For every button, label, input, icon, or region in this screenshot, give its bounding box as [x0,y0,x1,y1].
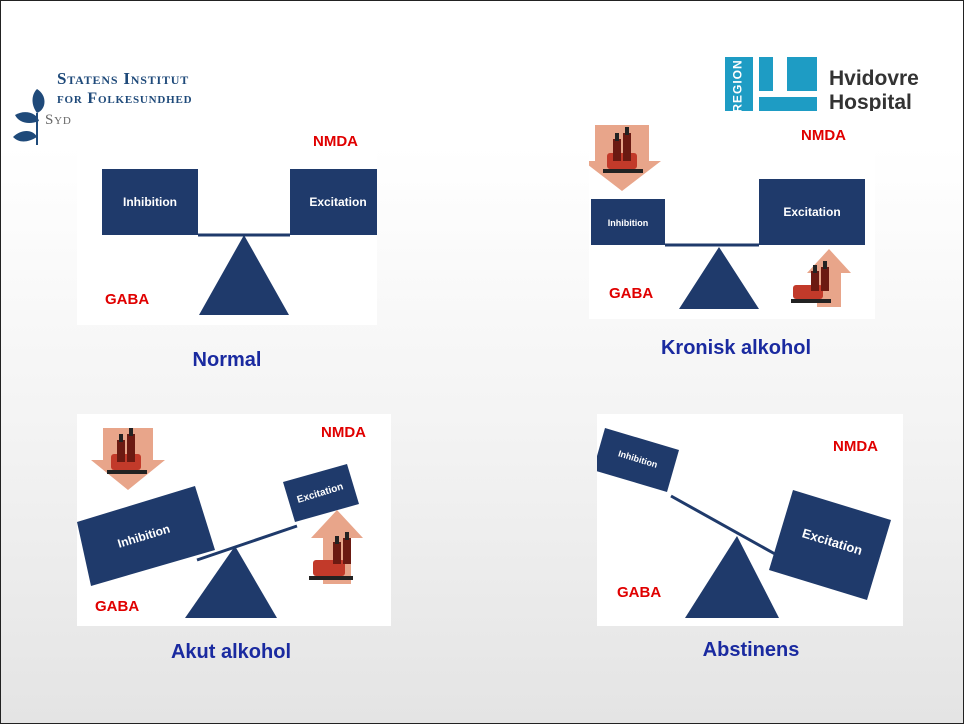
panel-abstinens: Inhibition Excitation NMDA GABA [597,414,903,626]
inhibition-block [77,486,215,586]
nmda-label: NMDA [313,133,358,150]
fulcrum [679,247,759,309]
bottle-icon-bottom [309,532,353,580]
excitation-label: Excitation [783,205,840,219]
caption-akut: Akut alkohol [170,641,291,663]
seesaw-abstinens: Inhibition Excitation [597,428,891,618]
gaba-label: GABA [609,285,654,302]
excitation-block [769,490,891,600]
excitation-label: Excitation [309,195,366,209]
excitation-block [759,179,865,245]
nmda-label: NMDA [321,424,366,441]
caption-normal: Normal [192,349,262,371]
gaba-label: GABA [617,584,662,601]
caption-kronisk: Kronisk alkohol [660,337,812,359]
fulcrum [199,235,289,315]
bottle-icon-top [107,428,147,474]
institute-name-line2: for Folkesundhed [57,90,193,107]
gaba-label: GABA [105,291,150,308]
fulcrum [685,536,779,618]
excitation-block [290,169,377,235]
seesaw-kronisk: Inhibition Excitation [589,125,865,309]
panel-akut: Inhibition Excitation NMDA GABA [77,414,391,626]
seesaw-beam [670,494,776,556]
panel-kronisk: Inhibition Excitation NMDA GABA [589,111,875,319]
inhibition-label: Inhibition [123,195,177,209]
fulcrum [185,546,277,618]
caption-abstinens: Abstinens [702,639,800,661]
panel-normal: Inhibition Excitation NMDA GABA [77,117,377,325]
institute-name-line3: Syd [45,112,72,128]
gaba-label: GABA [95,598,140,615]
seesaw-normal: Inhibition Excitation [102,169,377,315]
leaf-icon [13,89,45,145]
bottle-icon-bottom [791,261,831,303]
region-text: REGION [730,59,745,113]
institute-logo: Statens Institut for Folkesundhed Syd [7,63,307,153]
hospital-name-line1: Hvidovre [829,67,919,90]
nmda-label: NMDA [833,438,878,455]
institute-name-line1: Statens Institut [57,69,190,88]
excitation-block [283,464,359,522]
nmda-label: NMDA [801,127,846,144]
inhibition-label: Inhibition [608,218,649,228]
seesaw-beam [196,524,298,562]
inhibition-block [102,169,198,235]
bottle-icon-top [603,127,643,173]
seesaw-akut: Inhibition Excitation [77,428,363,618]
hospital-name-line2: Hospital [829,91,912,114]
inhibition-block [597,428,679,492]
inhibition-block [591,199,665,245]
